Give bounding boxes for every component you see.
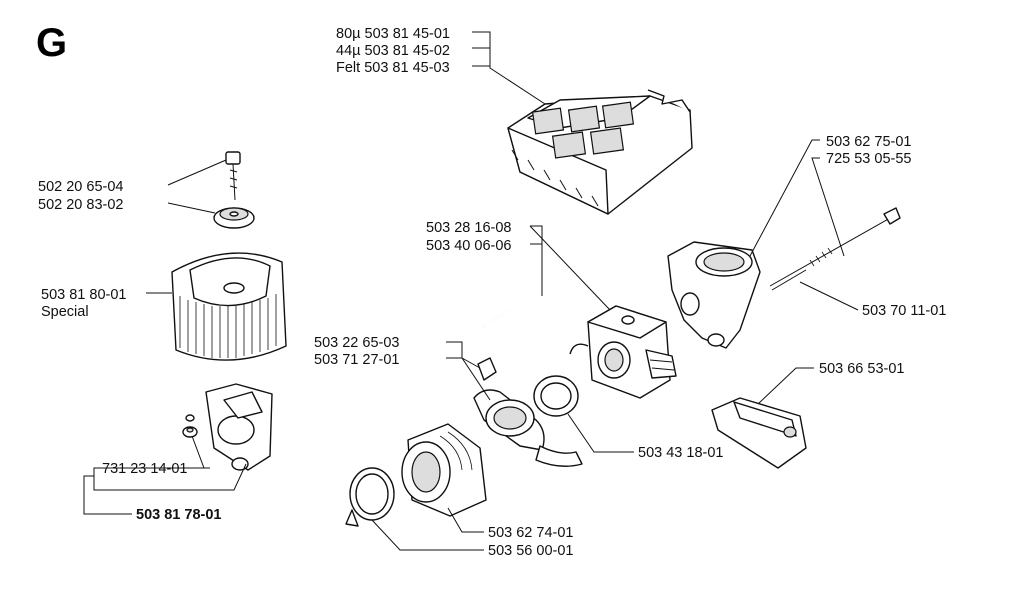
label-bolt-a: 503 62 75-01 xyxy=(826,134,911,150)
clip-part xyxy=(477,357,497,381)
label-carb-a: 503 28 16-08 xyxy=(426,220,511,236)
section-letter: G xyxy=(36,21,67,65)
label-filter-80: 80µ 503 81 45-01 xyxy=(336,26,450,42)
label-intake: 503 62 74-01 xyxy=(488,525,573,541)
fuel-hose-part xyxy=(483,295,549,327)
label-nut-top: 502 20 83-02 xyxy=(38,197,123,213)
label-air-filter: 503 81 80-01 xyxy=(41,287,126,303)
label-bracket: 503 66 53-01 xyxy=(819,361,904,377)
rod-part xyxy=(771,269,807,291)
label-clip-b: 503 71 27-01 xyxy=(314,352,399,368)
carburetor-part xyxy=(569,305,677,399)
label-carb-b: 503 40 06-06 xyxy=(426,238,511,254)
small-nut-part xyxy=(182,414,198,438)
label-filter-felt: Felt 503 81 45-03 xyxy=(336,60,450,76)
filter-cover-part xyxy=(507,89,693,215)
label-ring: 503 43 18-01 xyxy=(638,445,723,461)
screw-part xyxy=(225,151,241,201)
label-assembly: 503 81 78-01 xyxy=(136,507,221,523)
long-bolt-part xyxy=(769,207,901,287)
label-air-filter-note: Special xyxy=(41,304,89,320)
hose-clamp-part xyxy=(345,467,395,527)
ring-part xyxy=(533,375,579,417)
leader-lines xyxy=(83,31,859,551)
flange-part xyxy=(473,389,583,467)
air-filter-part xyxy=(171,252,287,361)
filter-bracket-part xyxy=(205,383,273,471)
label-rod: 503 70 11-01 xyxy=(862,303,946,319)
label-clamp: 503 56 00-01 xyxy=(488,543,573,559)
label-small-nut: 731 23 14-01 xyxy=(102,461,187,477)
right-bracket-part xyxy=(711,397,807,469)
label-bolt-b: 725 53 05-55 xyxy=(826,151,911,167)
intake-boot-part xyxy=(401,423,487,517)
knob-nut-part xyxy=(213,207,255,229)
manifold-part xyxy=(667,241,761,349)
label-clip-a: 503 22 65-03 xyxy=(314,335,399,351)
label-screw-top: 502 20 65-04 xyxy=(38,179,123,195)
label-filter-44: 44µ 503 81 45-02 xyxy=(336,43,450,59)
